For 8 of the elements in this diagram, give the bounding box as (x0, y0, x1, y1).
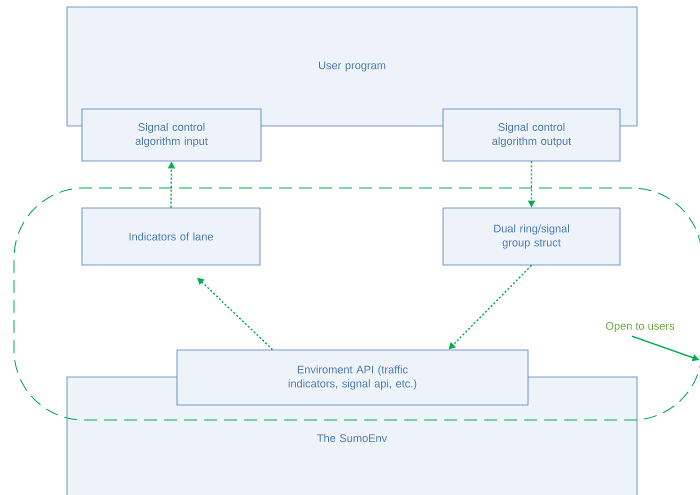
process-box: Signal control algorithm input (82, 108, 262, 162)
process-box: Indicators of lane (82, 208, 260, 266)
process-box: Enviroment API (traffic indicators, signal api, etc.) (176, 350, 528, 406)
node-label: The SumoEnv (317, 434, 388, 442)
process-box: Dual ring/signal group struct (442, 208, 620, 266)
process-box: Signal control algorithm output (442, 108, 620, 162)
annotation-text: Open to users (606, 322, 674, 332)
dashed-region (14, 188, 700, 420)
